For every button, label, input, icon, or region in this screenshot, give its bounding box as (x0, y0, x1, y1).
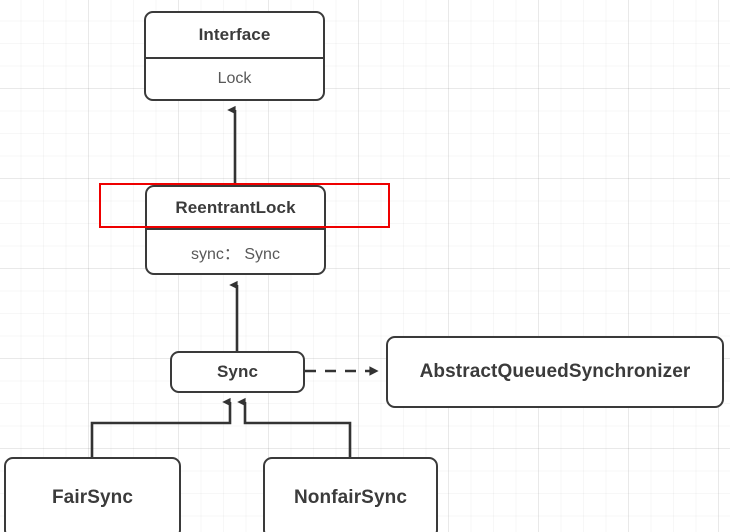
class-node-interface[interactable]: Interface Lock (144, 11, 325, 101)
class-node-fairsync[interactable]: FairSync (4, 457, 181, 532)
class-node-reentrantlock-attribute: sync： Sync (191, 245, 280, 263)
class-node-reentrantlock[interactable]: ReentrantLock sync： Sync (145, 185, 326, 275)
class-node-reentrantlock-header: ReentrantLock (175, 197, 296, 217)
class-node-abstractqueuedsynchronizer-header: AbstractQueuedSynchronizer (419, 361, 691, 382)
reentrantlock-highlight-annotation (99, 183, 390, 228)
class-node-interface-divider (146, 57, 323, 59)
edge-nonfairsync-to-sync (237, 397, 352, 457)
class-node-nonfairsync[interactable]: NonfairSync (263, 457, 438, 532)
edge-fairsync-to-sync (90, 397, 232, 457)
class-node-reentrantlock-divider (147, 228, 324, 230)
class-node-sync[interactable]: Sync (170, 351, 305, 393)
class-node-abstractqueuedsynchronizer[interactable]: AbstractQueuedSynchronizer (386, 336, 724, 408)
class-node-interface-header: Interface (198, 25, 271, 44)
class-node-nonfairsync-header: NonfairSync (293, 487, 407, 508)
class-node-sync-header: Sync (216, 362, 259, 381)
class-node-interface-attribute: Lock (217, 70, 252, 87)
class-node-fairsync-header: FairSync (51, 487, 134, 508)
